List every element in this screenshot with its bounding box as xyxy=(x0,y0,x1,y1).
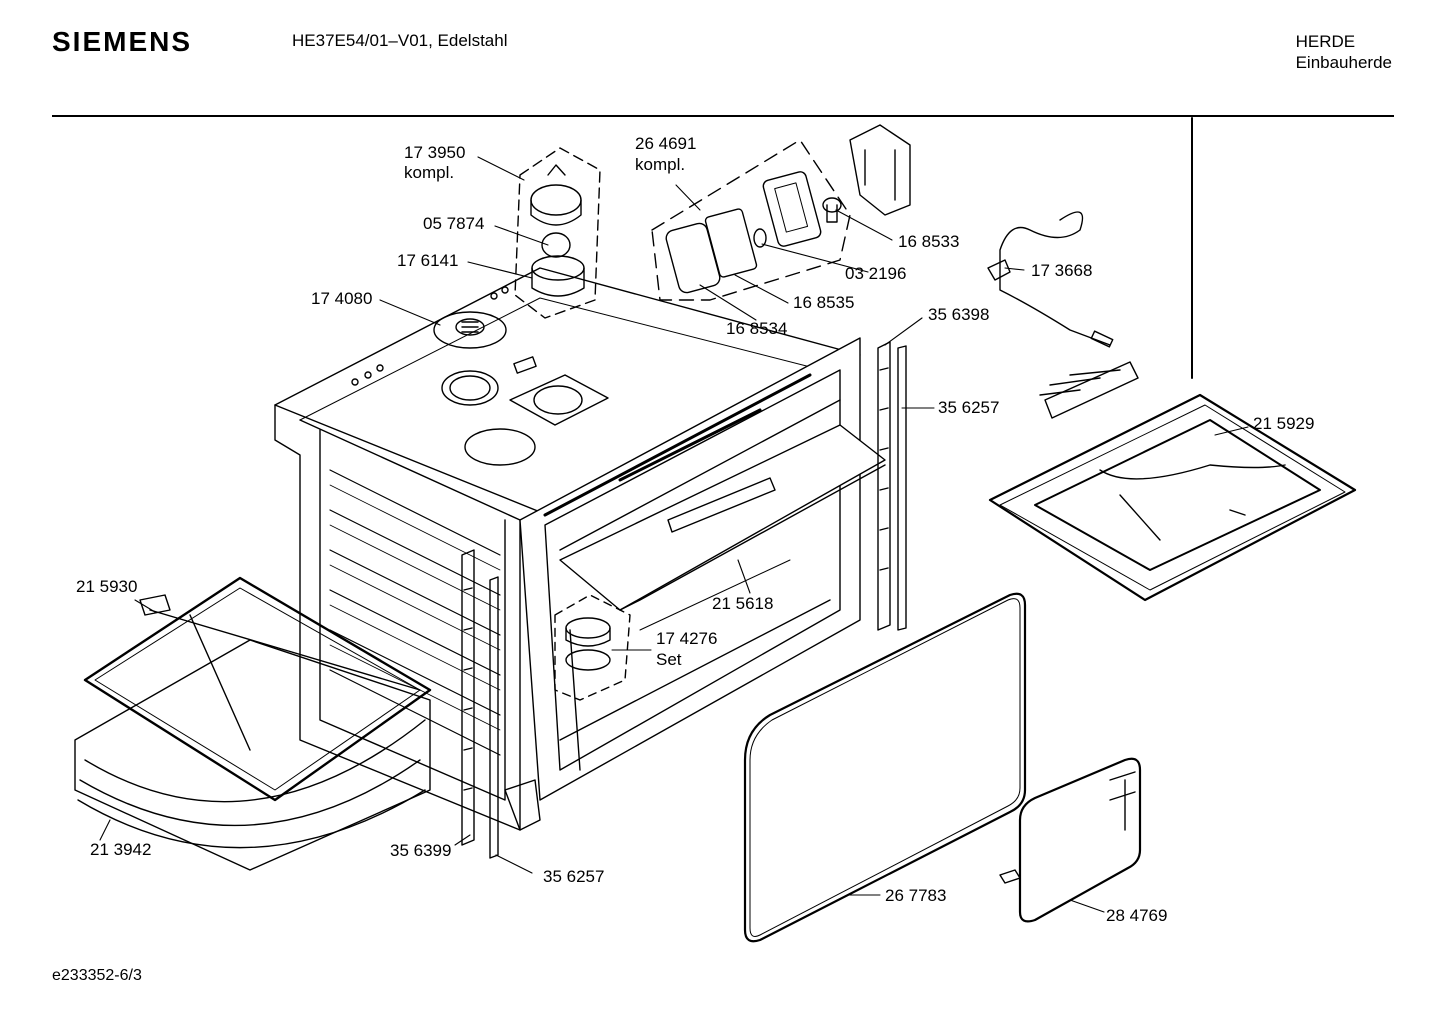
label-174080: 17 4080 xyxy=(311,289,372,308)
oven-housing xyxy=(274,267,886,831)
label-356398: 35 6398 xyxy=(928,305,989,324)
part-labels: 17 3950 kompl. 05 7874 17 6141 17 4080 2… xyxy=(76,134,1314,925)
label-176141: 17 6141 xyxy=(397,251,458,270)
label-356257-right: 35 6257 xyxy=(938,398,999,417)
label-215618: 21 5618 xyxy=(712,594,773,613)
label-215929: 21 5929 xyxy=(1253,414,1314,433)
thermostat-assembly xyxy=(433,147,601,349)
label-174276-sub: Set xyxy=(656,650,682,669)
right-side-rails xyxy=(877,341,907,631)
header-rule xyxy=(52,115,1394,117)
category-line-1: HERDE xyxy=(1295,32,1356,51)
label-213942: 21 3942 xyxy=(90,840,151,859)
left-side-rails xyxy=(461,549,499,859)
label-264691-sub: kompl. xyxy=(635,155,685,174)
lamp-assembly xyxy=(651,124,911,301)
temperature-sensor xyxy=(987,211,1114,348)
label-173950-sub: kompl. xyxy=(404,163,454,182)
model-title: HE37E54/01–V01, Edelstahl xyxy=(292,31,508,50)
door-seal-small xyxy=(999,757,1142,923)
label-032196: 03 2196 xyxy=(845,264,906,283)
label-356257-left: 35 6257 xyxy=(543,867,604,886)
top-heating-element xyxy=(988,361,1357,602)
insulation-mat xyxy=(74,639,431,871)
category-block: HERDE Einbauherde xyxy=(1296,31,1392,73)
bottom-heating-element xyxy=(83,576,432,802)
label-356399: 35 6399 xyxy=(390,841,451,860)
label-174276: 17 4276 xyxy=(656,629,717,648)
label-173950: 17 3950 xyxy=(404,143,465,162)
label-215930: 21 5930 xyxy=(76,577,137,596)
label-168533: 16 8533 xyxy=(898,232,959,251)
label-168534: 16 8534 xyxy=(726,319,787,338)
leader-lines xyxy=(99,156,1249,913)
label-264691: 26 4691 xyxy=(635,134,696,153)
category-line-2: Einbauherde xyxy=(1295,53,1392,72)
label-168535: 16 8535 xyxy=(793,293,854,312)
fan-cover-set xyxy=(554,594,631,701)
door-seal-large xyxy=(743,592,1027,943)
brand-logo: SIEMENS xyxy=(52,26,193,57)
label-284769: 28 4769 xyxy=(1106,906,1167,925)
drawing-id: e233352-6/3 xyxy=(52,967,142,984)
label-267783: 26 7783 xyxy=(885,886,946,905)
label-057874: 05 7874 xyxy=(423,214,484,233)
label-173668: 17 3668 xyxy=(1031,261,1092,280)
